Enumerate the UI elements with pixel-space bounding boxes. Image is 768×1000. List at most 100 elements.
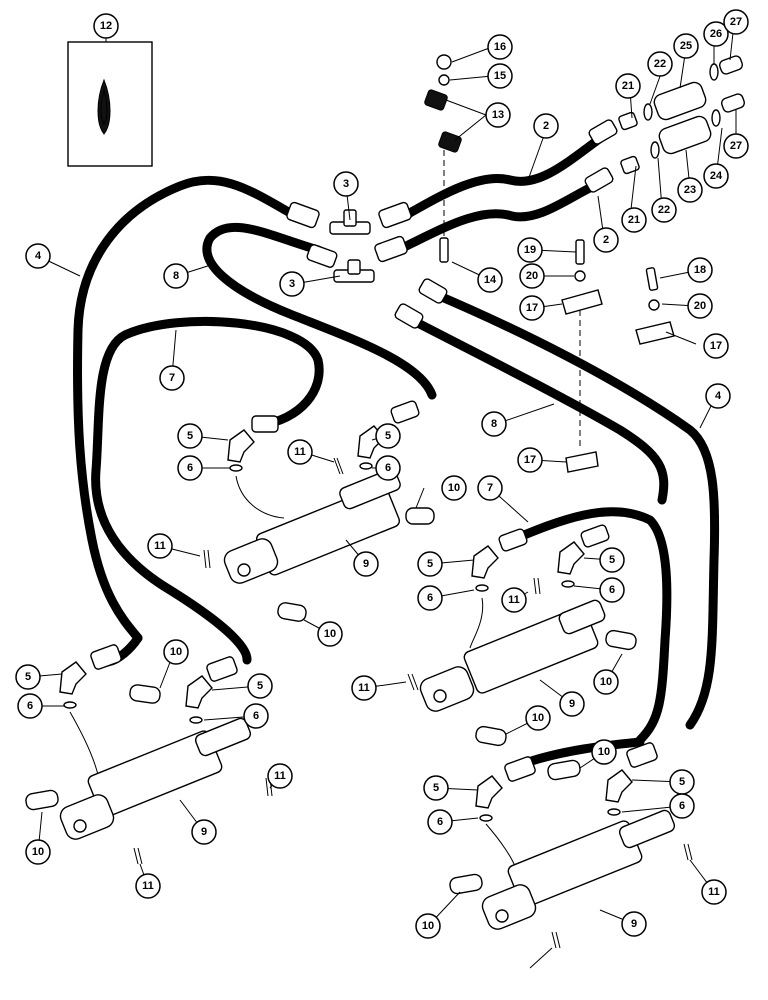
callout-label: 10 xyxy=(600,676,612,688)
callout-19: 19 xyxy=(517,237,543,263)
callout-label: 11 xyxy=(294,446,306,458)
callout-circle xyxy=(17,693,43,719)
hose-8-right xyxy=(403,313,669,505)
hose-end-fitting xyxy=(390,400,420,424)
callout-label: 20 xyxy=(694,300,706,312)
callout-circle xyxy=(517,447,543,473)
callout-label: 10 xyxy=(422,920,434,932)
callout-label: 6 xyxy=(385,462,391,474)
callout-label: 21 xyxy=(622,80,634,92)
callout-circle xyxy=(651,197,677,223)
hose-end-fitting xyxy=(378,201,412,229)
callout-circle xyxy=(147,533,173,559)
hose-end-fitting xyxy=(90,644,122,670)
callout-17: 17 xyxy=(517,447,543,473)
callout-circle xyxy=(615,73,641,99)
hose-end-fitting xyxy=(306,244,338,268)
callout-11: 11 xyxy=(351,675,377,701)
callout-label: 27 xyxy=(730,140,742,152)
callout-4: 4 xyxy=(25,243,51,269)
callout-circle xyxy=(559,691,585,717)
callouts: 1216151322212122222526272723243344887714… xyxy=(15,9,749,939)
callout-circle xyxy=(703,163,729,189)
callout-circle xyxy=(599,547,625,573)
callout-circle xyxy=(647,51,673,77)
callout-label: 8 xyxy=(491,418,497,430)
cylinder-upper-left xyxy=(223,468,401,584)
hardware-stack-13-16 xyxy=(424,54,462,263)
callout-circle xyxy=(267,763,293,789)
quick-coupler-upper xyxy=(618,55,744,131)
callout-circle xyxy=(501,587,527,613)
callout-9: 9 xyxy=(621,911,647,937)
callout-2: 2 xyxy=(593,227,619,253)
callout-circle xyxy=(593,227,619,253)
hose-end-fitting xyxy=(206,656,238,682)
callout-3: 3 xyxy=(333,171,359,197)
callout-circle xyxy=(593,669,619,695)
callout-circle xyxy=(417,551,443,577)
callout-circle xyxy=(441,475,467,501)
callout-16: 16 xyxy=(487,34,513,60)
callout-label: 22 xyxy=(654,58,666,70)
callout-circle xyxy=(163,639,189,665)
callout-23: 23 xyxy=(677,177,703,203)
callout-circle xyxy=(93,13,119,39)
callout-label: 10 xyxy=(598,746,610,758)
callout-circle xyxy=(621,207,647,233)
hose-4-right xyxy=(425,287,720,730)
callout-label: 6 xyxy=(187,462,193,474)
callout-5: 5 xyxy=(375,423,401,449)
callout-9: 9 xyxy=(353,551,379,577)
callout-label: 6 xyxy=(253,710,259,722)
callout-circle xyxy=(247,673,273,699)
callout-circle xyxy=(135,873,161,899)
fittings xyxy=(59,54,746,822)
callout-label: 13 xyxy=(492,109,504,121)
callout-label: 17 xyxy=(524,454,536,466)
callout-label: 5 xyxy=(433,782,439,794)
callout-label: 22 xyxy=(658,204,670,216)
elbow-fittings xyxy=(59,425,633,822)
callout-24: 24 xyxy=(703,163,729,189)
callout-circle xyxy=(723,133,749,159)
callout-circle xyxy=(687,257,713,283)
hose-lower-right xyxy=(515,737,645,770)
callout-circle xyxy=(333,171,359,197)
callout-label: 4 xyxy=(35,250,42,262)
callout-circle xyxy=(519,263,545,289)
callout-22: 22 xyxy=(651,197,677,223)
callout-label: 4 xyxy=(715,390,722,402)
callout-11: 11 xyxy=(267,763,293,789)
callout-5: 5 xyxy=(15,664,41,690)
callout-20: 20 xyxy=(687,293,713,319)
callout-21: 21 xyxy=(621,207,647,233)
callout-circle xyxy=(485,102,511,128)
callout-circle xyxy=(477,475,503,501)
callout-circle xyxy=(25,243,51,269)
callout-circle xyxy=(723,9,749,35)
callout-label: 10 xyxy=(448,482,460,494)
callout-circle xyxy=(677,177,703,203)
callout-label: 6 xyxy=(27,700,33,712)
callout-21: 21 xyxy=(615,73,641,99)
hose-4-left xyxy=(73,175,297,643)
callout-13: 13 xyxy=(485,102,511,128)
callout-label: 5 xyxy=(679,776,685,788)
hose-8-loop xyxy=(202,222,437,400)
callout-26: 26 xyxy=(703,21,729,47)
callout-10: 10 xyxy=(317,621,343,647)
hose-strap-icon xyxy=(97,78,111,135)
callout-label: 14 xyxy=(484,274,497,286)
callout-label: 3 xyxy=(289,278,295,290)
cylinder-lower-right xyxy=(481,809,676,930)
callout-11: 11 xyxy=(287,439,313,465)
callout-label: 9 xyxy=(569,698,575,710)
callout-label: 11 xyxy=(358,682,370,694)
callout-12: 12 xyxy=(93,13,119,39)
callout-label: 3 xyxy=(343,178,349,190)
hose-end-fitting xyxy=(498,528,528,552)
callout-circle xyxy=(705,383,731,409)
callout-label: 24 xyxy=(710,170,723,182)
callout-circle xyxy=(279,271,305,297)
